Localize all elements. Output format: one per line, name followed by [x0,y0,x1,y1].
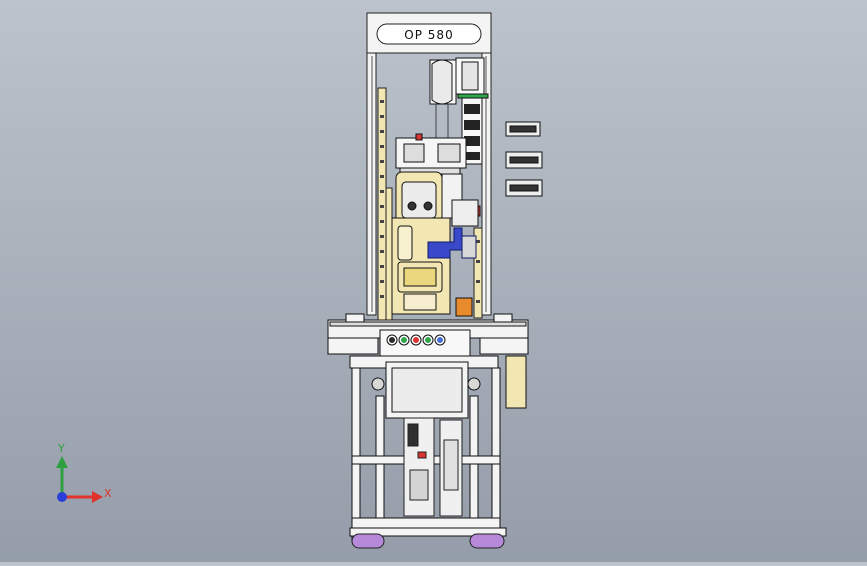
lower-internals [403,417,463,517]
feet [351,533,505,549]
part-samples [505,121,543,197]
foot-left [351,533,385,549]
indicator-light [425,337,431,343]
vertical-rails [377,87,483,321]
axis-y-label: Y [58,442,65,455]
indicator-lights [386,334,446,346]
foot-right [469,533,505,549]
blue-bracket [427,227,477,259]
coordinate-triad [56,456,103,503]
header-label-box [376,23,482,45]
axis-x-label: X [104,487,112,500]
carriage-plate [391,217,473,317]
indicator-light [401,337,407,343]
station-label: OP 580 [404,28,453,42]
indicator-light [389,337,395,343]
base-frame [349,355,527,541]
indicator-light [437,337,443,343]
upper-frame [366,12,492,316]
indicator-light [413,337,419,343]
tooling-mechanism [395,133,481,229]
